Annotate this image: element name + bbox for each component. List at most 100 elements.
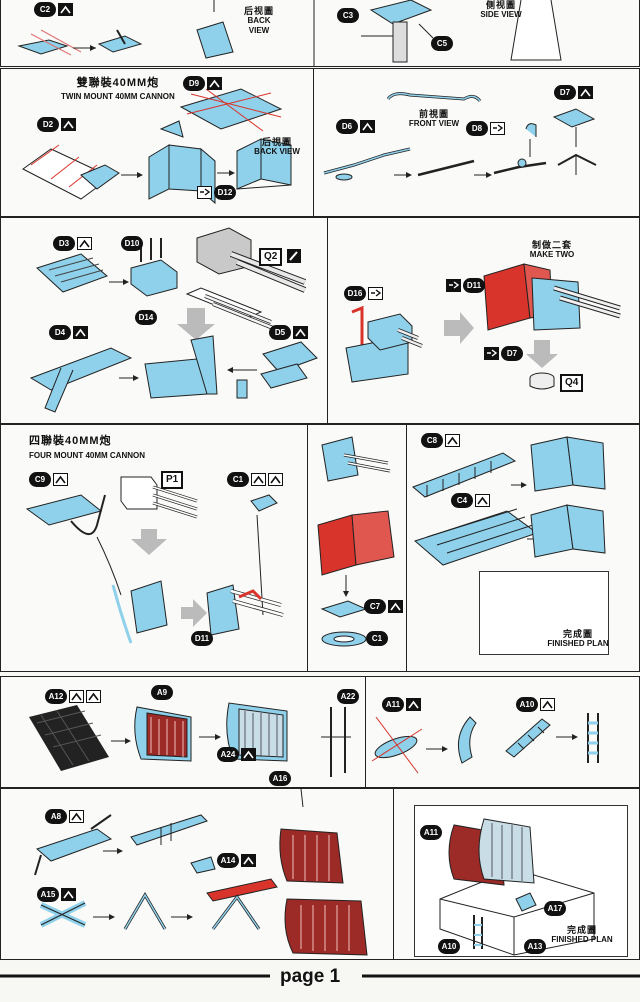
finished-cn: 完成圖 (566, 925, 597, 935)
part-tag-a16: A16 (269, 771, 291, 786)
part-tag-d9: D9 (183, 76, 205, 91)
label-a22: A22 (337, 689, 359, 704)
part-tag-c9: C9 (29, 472, 51, 487)
back-view-cn: 后视圖 (243, 6, 274, 16)
part-tag-c2: C2 (34, 2, 56, 17)
part-tag-a14: A14 (217, 853, 239, 868)
top-strip-drawing (17, 0, 562, 66)
part-tag-a13: A13 (524, 939, 546, 954)
label-c8: C8 (421, 433, 460, 448)
flip-part-icon (490, 122, 505, 135)
front-view-cn: 前視圖 (418, 109, 449, 119)
part-tag-a10: A10 (438, 939, 460, 954)
part-tag-d7: D7 (554, 85, 576, 100)
fold-up-icon (58, 3, 73, 16)
back-view-en: BACK VIEW (247, 16, 271, 35)
q2-resin-part-box: Q2 (259, 248, 283, 266)
part-tag-d8: D8 (466, 121, 488, 136)
label-d9: D9 (183, 76, 222, 91)
part-tag-a10: A10 (516, 697, 538, 712)
label-a24: A24 (217, 747, 256, 762)
panel-stand-assembly: A8 A14 A15 (0, 788, 394, 960)
panel-four-mount: 四聯裝40MM炮 FOUR MOUNT 40MM CANNON C9 P1 C1… (0, 424, 308, 672)
fold-up-icon (475, 494, 490, 507)
part-tag-d11: D11 (463, 278, 485, 293)
panel-twin-mount: 雙聯裝40MM炮 TWIN MOUNT 40MM CANNON D9 D2 后視… (0, 68, 314, 217)
fold-up-icon (69, 810, 84, 823)
four-mount-title-en: FOUR MOUNT 40MM CANNON (29, 450, 145, 460)
label-d10: D10 (121, 236, 143, 251)
fold-up-icon (293, 326, 308, 339)
part-tag-a17: A17 (544, 901, 566, 916)
fold-up-icon (241, 748, 256, 761)
label-a11: A11 (382, 697, 421, 712)
flip-part-icon (368, 287, 383, 300)
twin-mount-drawing (22, 88, 292, 205)
panel-top-strip: C2 后视圖 BACK VIEW C3 C5 侧视圖 SIDE VIEW (0, 0, 640, 67)
back-view-caption-top: 后视圖 BACK VIEW (237, 6, 281, 35)
finished-plan-frame-1 (479, 571, 609, 655)
panel-ladder-parts: A11 A10 (365, 676, 640, 788)
flip-part-icon (484, 347, 499, 360)
final-finished-drawing (439, 818, 595, 956)
panel-gun-assembly: D3 D10 Q2 D14 D4 D5 (0, 217, 328, 424)
panel-ammo-rack: A12 A9 A22 A24 A16 (0, 676, 366, 788)
label-c3: C3 (337, 8, 359, 23)
fold-up-icon (360, 120, 375, 133)
label-a17: A17 (544, 901, 566, 916)
side-view-caption: 侧视圖 SIDE VIEW (471, 0, 531, 20)
shield-assembly-drawing (317, 436, 395, 647)
fold-up-icon (77, 237, 92, 250)
fold-up-icon (241, 854, 256, 867)
four-mount-title: 四聯裝40MM炮 FOUR MOUNT 40MM CANNON (29, 435, 145, 460)
part-tag-c3: C3 (337, 8, 359, 23)
finished-plan-caption-2: 完成圖 FINISHED PLAN (544, 925, 620, 945)
finished-en: FINISHED PLAN (547, 639, 609, 649)
label-a14: A14 (217, 853, 256, 868)
back-view-cn: 后視圖 (261, 137, 292, 147)
label-d14: D14 (135, 310, 157, 325)
label-d2: D2 (37, 117, 76, 132)
label-a15: A15 (37, 887, 76, 902)
part-tag-d3: D3 (53, 236, 75, 251)
label-c9: C9 (29, 472, 68, 487)
label-d3: D3 (53, 236, 92, 251)
label-a12: A12 (45, 689, 101, 704)
twin-mount-title: 雙聯裝40MM炮 TWIN MOUNT 40MM CANNON (61, 77, 175, 101)
part-tag-d14: D14 (135, 310, 157, 325)
fold-up-icon (53, 473, 68, 486)
make-two-en: MAKE TWO (529, 250, 575, 260)
flip-part-icon (446, 279, 461, 292)
part-tag-c5: C5 (431, 36, 453, 51)
back-view-en: BACK VIEW (254, 147, 300, 157)
fold-up-icon (61, 118, 76, 131)
front-view-drawing (323, 92, 597, 181)
part-tag-d4: D4 (49, 325, 71, 340)
label-d12: D12 (197, 185, 236, 200)
front-view-en: FRONT VIEW (408, 119, 460, 129)
label-a11-final: A11 (420, 825, 442, 840)
panel-shield-assembly: C7 C1 (307, 424, 407, 672)
q4-resin-part-box: Q4 (560, 374, 584, 392)
pen-icon (287, 249, 301, 263)
back-view-caption-twin: 后視圖 BACK VIEW (251, 137, 303, 157)
fold-up-icon (73, 326, 88, 339)
label-c5: C5 (431, 36, 453, 51)
make-two-caption: 制做二套 MAKE TWO (524, 240, 580, 260)
label-a9: A9 (151, 685, 173, 700)
twin-mount-title-cn: 雙聯裝40MM炮 (76, 77, 160, 89)
make-two-drawing (345, 263, 621, 390)
label-d16: D16 (344, 286, 383, 301)
label-c4: C4 (451, 493, 490, 508)
label-a13: A13 (524, 939, 546, 954)
four-mount-drawing (25, 476, 284, 644)
label-a8: A8 (45, 809, 84, 824)
fold-up-icon (251, 473, 266, 486)
label-c1-ring: C1 (366, 631, 388, 646)
panel-final-finished: A11 A17 完成圖 FINISHED PLAN A10 A13 (393, 788, 640, 960)
label-a10-final: A10 (438, 939, 460, 954)
gun-assembly-drawing (29, 227, 318, 413)
p1-resin-part-box: P1 (161, 471, 184, 489)
part-tag-c7: C7 (364, 599, 386, 614)
